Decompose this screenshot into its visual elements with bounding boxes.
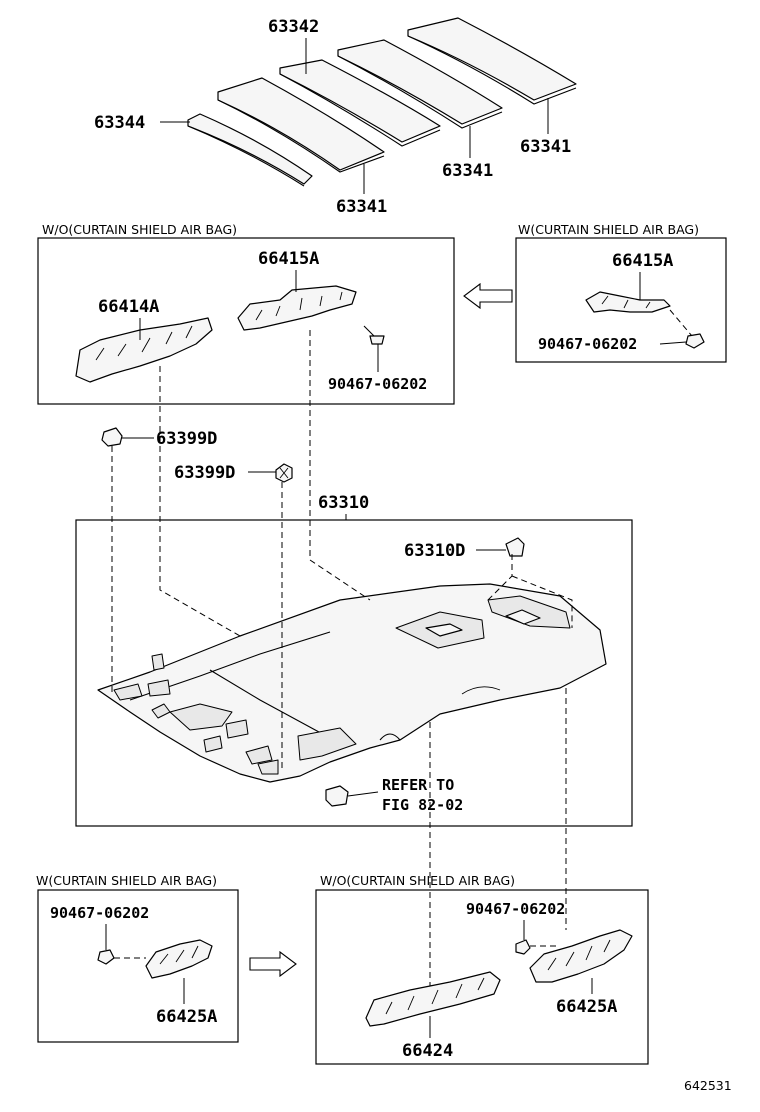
roof-pad-group (187, 17, 577, 187)
headliner-63310 (97, 583, 607, 783)
handle-bracket-66415A-right (585, 291, 671, 313)
label-63341-right: 63341 (520, 137, 571, 157)
caption-wo-top: W/O(CURTAIN SHIELD AIR BAG) (42, 222, 237, 237)
caption-w-bottom: W(CURTAIN SHIELD AIR BAG) (36, 873, 217, 888)
handle-bracket-66414A (75, 317, 213, 383)
label-63310: 63310 (318, 493, 369, 513)
label-90467-bottom-left: 90467-06202 (50, 904, 149, 922)
box-wo-bottom (315, 889, 649, 1065)
box-w-top (515, 237, 727, 363)
label-63341-left: 63341 (336, 197, 387, 217)
roof-pad-63341-right (407, 17, 577, 105)
label-63310D: 63310D (404, 541, 465, 561)
handle-bracket-66415A-left (237, 285, 357, 331)
clip-refer (325, 785, 349, 807)
refer-note-line2: FIG 82-02 (382, 796, 463, 814)
label-63344: 63344 (94, 113, 145, 133)
screw-90467-bottom-left (97, 949, 146, 965)
screw-90467-bottom-right (515, 939, 556, 955)
label-66425A-right: 66425A (556, 997, 617, 1017)
box-w-bottom (37, 889, 239, 1043)
label-63399D-lower: 63399D (174, 463, 235, 483)
label-90467-top-right: 90467-06202 (538, 335, 637, 353)
caption-wo-bottom: W/O(CURTAIN SHIELD AIR BAG) (320, 873, 515, 888)
label-63399D-upper: 63399D (156, 429, 217, 449)
handle-bracket-66424 (365, 971, 501, 1027)
label-90467-bottom-right: 90467-06202 (466, 900, 565, 918)
label-66415A-left: 66415A (258, 249, 319, 269)
screw-90467-top-left (363, 325, 385, 345)
clip-63399D-upper (101, 427, 123, 447)
label-66424: 66424 (402, 1041, 453, 1061)
handle-bracket-66425A-left (145, 939, 213, 979)
box-headliner (75, 519, 633, 827)
roof-pad-63344 (187, 113, 313, 187)
label-66415A-right: 66415A (612, 251, 673, 271)
roof-pad-63341-left (217, 77, 385, 173)
leader-90467-top-right (659, 341, 687, 345)
roof-pad-63342 (279, 59, 441, 147)
label-66414A: 66414A (98, 297, 159, 317)
handle-bracket-66425A-right (529, 929, 633, 983)
figure-id: 642531 (684, 1078, 732, 1093)
label-90467-top-left: 90467-06202 (328, 375, 427, 393)
arrow-left-icon (463, 282, 513, 310)
refer-note-line1: REFER TO (382, 776, 454, 794)
label-66425A-left: 66425A (156, 1007, 217, 1027)
screw-90467-top-right (669, 309, 705, 349)
roof-pad-63341-mid (337, 39, 503, 129)
box-wo-top (37, 237, 455, 405)
clip-63310D (505, 537, 525, 557)
clip-63399D-lower (275, 463, 293, 483)
leader-refer (347, 791, 379, 797)
arrow-right-icon (249, 950, 297, 978)
label-63342: 63342 (268, 17, 319, 37)
label-63341-mid: 63341 (442, 161, 493, 181)
caption-w-top: W(CURTAIN SHIELD AIR BAG) (518, 222, 699, 237)
